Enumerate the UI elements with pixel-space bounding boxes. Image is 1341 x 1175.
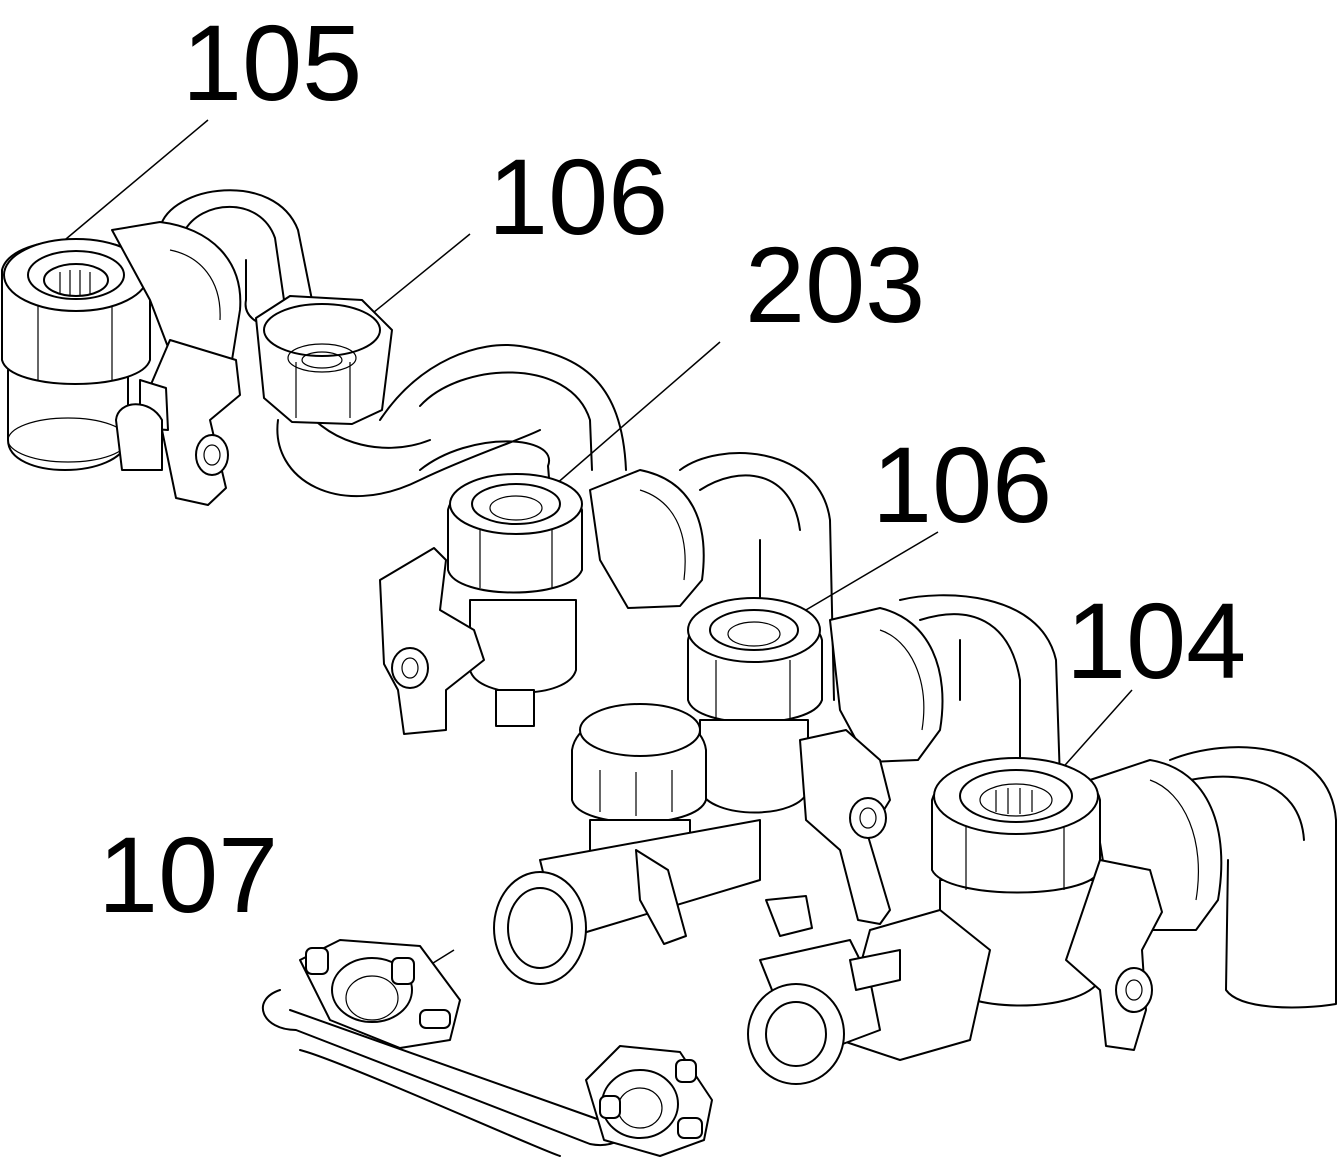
leader-line-105 [59,119,209,245]
valve-105 [1,221,242,506]
ref-label-104: 104 [1066,580,1246,701]
ref-label-107: 107 [98,814,278,935]
ref-label-105: 105 [182,2,362,123]
middle-right-pipe [899,594,1061,781]
ref-label-106-top: 106 [488,136,668,257]
nut-106-top-and-pipe [255,295,627,497]
ref-label-203: 203 [745,224,925,345]
ref-label-106-mid: 106 [872,424,1052,545]
hose-assembly-107 [261,939,713,1157]
leader-line-203 [539,341,721,499]
valve-104 [747,746,1337,1085]
capped-valve [493,703,761,985]
valve-106-mid [687,597,944,925]
valve-203 [379,452,835,735]
upper-u-pipe [159,189,313,328]
